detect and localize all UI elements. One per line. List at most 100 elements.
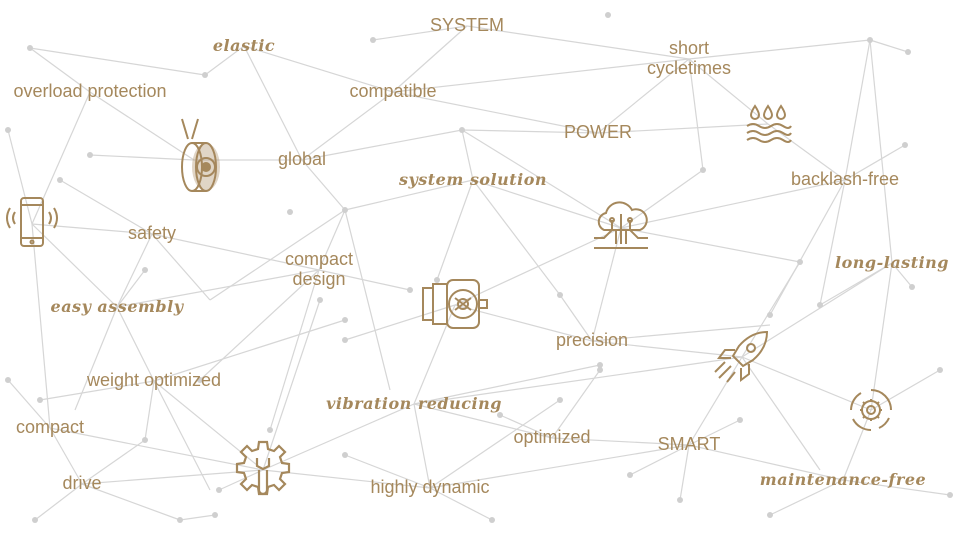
label-drive: drive — [62, 473, 102, 494]
network-line — [262, 299, 321, 471]
network-line — [819, 262, 893, 306]
network-node-dot — [32, 517, 38, 523]
network-node-dot — [216, 487, 222, 493]
network-line — [7, 379, 51, 429]
network-line — [49, 427, 83, 485]
network-line — [39, 380, 155, 401]
network-line — [344, 454, 431, 489]
network-node-dot — [434, 277, 440, 283]
network-line — [31, 91, 91, 225]
network-line — [392, 58, 690, 93]
network-line — [891, 262, 913, 288]
motor-icon — [422, 279, 488, 329]
network-line — [151, 233, 320, 271]
network-node-dot — [797, 259, 803, 265]
network-line — [74, 306, 118, 411]
network-node-dot — [267, 427, 273, 433]
network-line — [436, 179, 474, 281]
network-line — [769, 479, 844, 516]
label-system: SYSTEM — [429, 15, 505, 36]
network-line — [620, 169, 704, 229]
network-line — [269, 269, 320, 431]
label-overload-protection: overload protection — [13, 81, 167, 102]
network-line — [597, 58, 690, 134]
network-line — [461, 129, 599, 134]
network-line — [81, 439, 146, 485]
label-highly-dynamic: highly dynamic — [370, 477, 490, 498]
network-line — [34, 483, 83, 521]
network-line — [413, 403, 553, 439]
label-easy-assembly: easy assembly — [50, 297, 184, 317]
network-node-dot — [57, 177, 63, 183]
network-line — [413, 356, 743, 405]
network-line — [688, 444, 844, 481]
network-line — [688, 58, 769, 125]
network-node-dot — [902, 142, 908, 148]
network-line — [741, 356, 872, 411]
network-node-dot — [287, 209, 293, 215]
network-line — [679, 444, 690, 501]
network-line — [29, 47, 206, 76]
network-line — [870, 369, 941, 411]
network-line — [7, 129, 33, 225]
network-line — [461, 129, 474, 181]
network-line — [344, 304, 456, 341]
network-line — [591, 324, 771, 342]
network-line — [31, 223, 51, 429]
label-global: global — [277, 149, 327, 170]
network-line — [204, 45, 245, 76]
network-node-dot — [27, 45, 33, 51]
label-compact: compact — [15, 417, 85, 438]
network-line — [153, 319, 346, 382]
network-line — [844, 144, 906, 181]
network-line — [116, 269, 146, 308]
network-line — [429, 399, 561, 489]
label-safety: safety — [127, 223, 177, 244]
network-node-dot — [197, 377, 203, 383]
network-line — [31, 223, 153, 235]
label-system-solution: system solution — [398, 170, 548, 190]
network-line — [301, 129, 463, 161]
network-line — [318, 209, 346, 271]
label-optimized: optimized — [513, 427, 591, 448]
network-line — [870, 262, 893, 411]
network-line — [591, 227, 622, 342]
network-line — [262, 469, 431, 489]
network-line — [344, 179, 474, 211]
network-line — [243, 45, 303, 161]
network-line — [629, 444, 690, 476]
network-line — [620, 227, 801, 263]
network-line — [59, 179, 153, 235]
network-node-dot — [677, 497, 683, 503]
network-line — [392, 25, 468, 93]
network-line — [243, 45, 394, 93]
network-line — [218, 469, 264, 491]
network-line — [301, 159, 346, 211]
network-line — [116, 269, 320, 308]
network-line — [344, 209, 391, 391]
label-compact-design: compact design — [284, 249, 354, 289]
network-line — [151, 233, 211, 301]
label-elastic: elastic — [212, 36, 276, 56]
network-line — [413, 304, 456, 405]
network-node-dot — [342, 317, 348, 323]
network-node-dot — [909, 284, 915, 290]
label-long-lasting: long-lasting — [835, 253, 949, 273]
network-node-dot — [497, 412, 503, 418]
gear-orbit-icon — [850, 389, 892, 432]
network-line — [869, 39, 893, 264]
label-compatible: compatible — [349, 81, 437, 102]
network-line — [466, 25, 690, 60]
network-line — [153, 380, 211, 491]
network-line — [591, 340, 743, 358]
network-line — [116, 306, 155, 382]
network-line — [472, 179, 622, 229]
network-node-dot — [700, 167, 706, 173]
network-line — [842, 409, 872, 481]
smartphone-icon — [6, 197, 58, 247]
network-line — [429, 444, 690, 489]
network-line — [413, 403, 431, 489]
network-line — [392, 91, 599, 134]
network-line — [179, 514, 216, 521]
